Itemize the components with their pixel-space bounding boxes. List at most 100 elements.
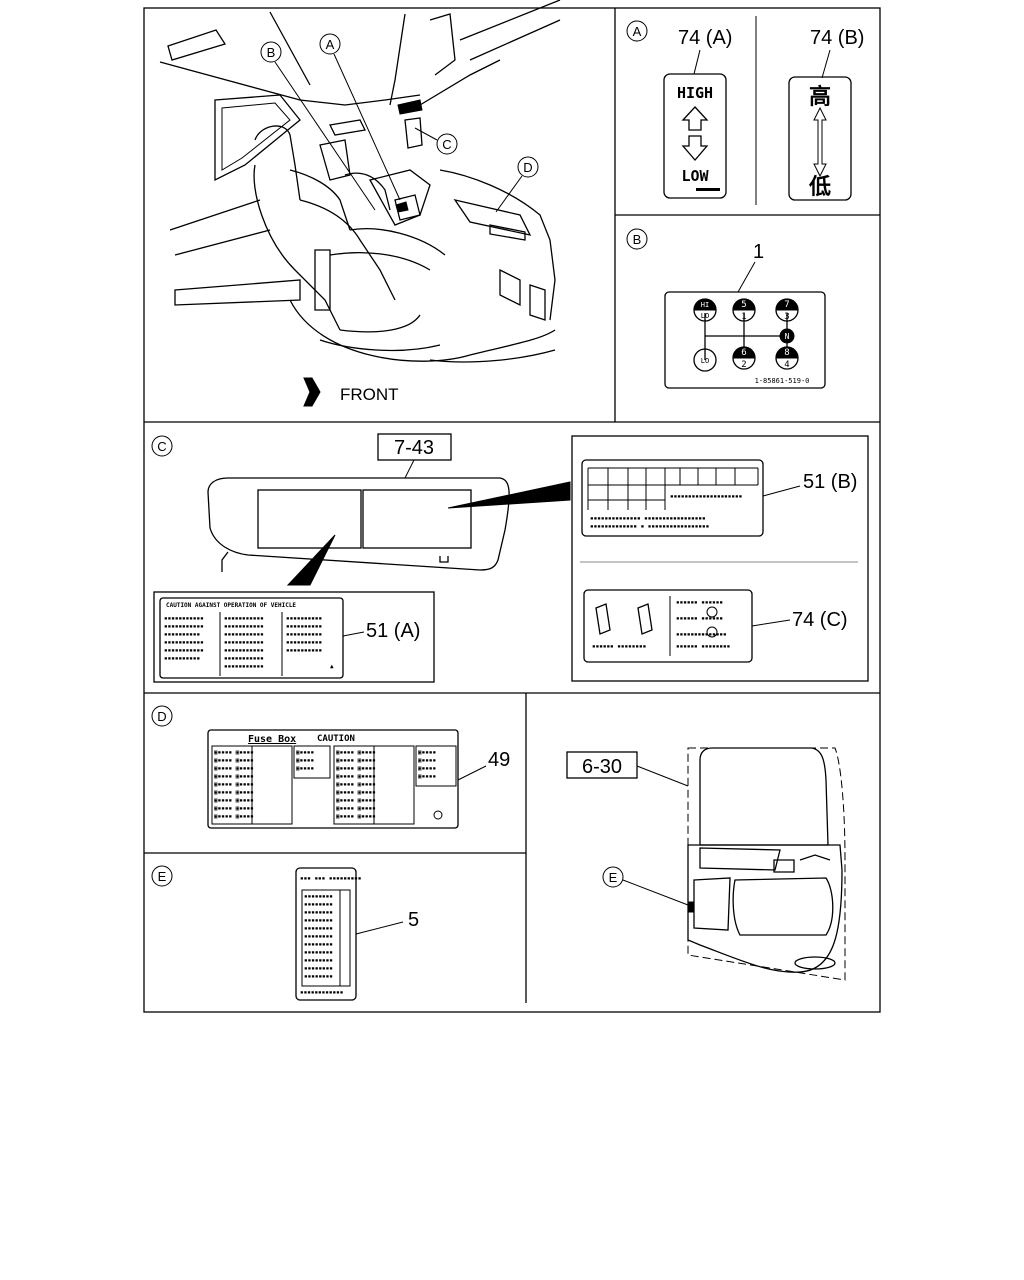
panel-e-id: E: [158, 869, 167, 884]
svg-text:▣▪▪▪▪ ▣▪▪▪▪: ▣▪▪▪▪ ▣▪▪▪▪: [336, 749, 376, 756]
double-arrow-icon: [813, 106, 827, 178]
svg-text:8: 8: [784, 348, 789, 358]
outer-frame: [143, 7, 881, 1013]
svg-text:▪▪▪▪▪▪▪▪▪▪: ▪▪▪▪▪▪▪▪▪▪: [164, 655, 200, 662]
svg-text:3: 3: [784, 312, 789, 322]
svg-text:▣▪▪▪▪ ▣▪▪▪▪: ▣▪▪▪▪ ▣▪▪▪▪: [336, 765, 376, 772]
svg-text:▪▪▪▪▪▪▪▪▪▪▪: ▪▪▪▪▪▪▪▪▪▪▪: [224, 631, 264, 638]
svg-text:▪▪▪▪▪▪▪▪▪▪▪▪▪ ▪ ▪▪▪▪▪▪▪▪▪▪▪▪▪▪: ▪▪▪▪▪▪▪▪▪▪▪▪▪ ▪ ▪▪▪▪▪▪▪▪▪▪▪▪▪▪▪▪▪: [590, 523, 709, 530]
svg-text:2: 2: [741, 360, 746, 370]
svg-text:▪▪▪▪▪▪▪▪: ▪▪▪▪▪▪▪▪: [304, 933, 333, 940]
fuse-box-caution: CAUTION: [317, 734, 355, 744]
panel-b-id: B: [633, 232, 642, 247]
svg-text:▪▪▪▪▪▪▪▪▪▪▪: ▪▪▪▪▪▪▪▪▪▪▪: [224, 663, 264, 670]
svg-text:▣▪▪▪▪: ▣▪▪▪▪: [296, 765, 314, 772]
svg-text:▪▪▪▪▪▪▪▪▪▪▪: ▪▪▪▪▪▪▪▪▪▪▪: [164, 623, 204, 630]
svg-text:▣▪▪▪▪ ▣▪▪▪▪: ▣▪▪▪▪ ▣▪▪▪▪: [336, 781, 376, 788]
svg-text:▲: ▲: [330, 663, 334, 670]
panel-b: B 1 HI LO 5 1 7 3 N LO 6 2 8 4 1-85861-5…: [626, 228, 826, 389]
label-51a: 51 (A): [366, 620, 420, 642]
svg-text:▪▪▪▪▪▪▪▪▪▪: ▪▪▪▪▪▪▪▪▪▪: [286, 647, 322, 654]
svg-text:4: 4: [784, 360, 789, 370]
svg-text:▣▪▪▪▪: ▣▪▪▪▪: [418, 749, 436, 756]
svg-text:▪▪▪▪▪▪▪▪▪▪▪: ▪▪▪▪▪▪▪▪▪▪▪: [224, 615, 264, 622]
svg-text:▣▪▪▪▪ ▣▪▪▪▪: ▣▪▪▪▪ ▣▪▪▪▪: [336, 805, 376, 812]
panel-frames: [143, 7, 881, 1013]
svg-text:5: 5: [741, 300, 746, 310]
svg-text:▪▪▪▪▪▪▪▪: ▪▪▪▪▪▪▪▪: [304, 949, 333, 956]
stickers-51b-74c-frame: [571, 435, 869, 682]
fuse-box-label: [207, 729, 459, 829]
svg-text:▪▪▪▪▪▪▪▪▪▪▪▪▪▪: ▪▪▪▪▪▪▪▪▪▪▪▪▪▪: [676, 631, 727, 638]
label-part-49: 49: [488, 749, 510, 771]
sticker-51b: [581, 459, 764, 537]
gear-lo: [693, 348, 717, 372]
svg-text:▣▪▪▪▪ ▣▪▪▪▪: ▣▪▪▪▪ ▣▪▪▪▪: [214, 813, 254, 820]
svg-text:▪▪▪▪▪▪▪▪▪▪▪: ▪▪▪▪▪▪▪▪▪▪▪: [164, 639, 204, 646]
svg-text:▣▪▪▪▪ ▣▪▪▪▪: ▣▪▪▪▪ ▣▪▪▪▪: [336, 789, 376, 796]
svg-text:▣▪▪▪▪ ▣▪▪▪▪: ▣▪▪▪▪ ▣▪▪▪▪: [336, 757, 376, 764]
svg-text:▪▪▪▪▪▪▪▪▪▪▪: ▪▪▪▪▪▪▪▪▪▪▪: [164, 615, 204, 622]
label-74a: 74 (A): [678, 27, 732, 49]
svg-text:LO: LO: [701, 312, 709, 320]
svg-text:▣▪▪▪▪ ▣▪▪▪▪: ▣▪▪▪▪ ▣▪▪▪▪: [336, 773, 376, 780]
cab-interior-illustration: [159, 0, 561, 363]
svg-text:▪▪▪▪▪▪▪▪: ▪▪▪▪▪▪▪▪: [304, 957, 333, 964]
svg-text:▪▪▪▪▪▪▪▪▪▪▪: ▪▪▪▪▪▪▪▪▪▪▪: [224, 623, 264, 630]
svg-text:▣▪▪▪▪: ▣▪▪▪▪: [418, 773, 436, 780]
panel-d: D Fuse Box CAUTION ▣▪▪▪▪ ▣▪▪▪▪▣▪▪▪▪ ▣▪▪▪…: [151, 705, 510, 829]
sticker-74b: [788, 76, 852, 201]
sticker-74a: [663, 73, 727, 199]
svg-text:▪▪▪▪▪▪▪▪: ▪▪▪▪▪▪▪▪: [304, 901, 333, 908]
svg-text:▣▪▪▪▪ ▣▪▪▪▪: ▣▪▪▪▪ ▣▪▪▪▪: [214, 805, 254, 812]
svg-text:▣▪▪▪▪ ▣▪▪▪▪: ▣▪▪▪▪ ▣▪▪▪▪: [214, 757, 254, 764]
ref-6-30: 6-30: [582, 756, 622, 778]
svg-text:▪▪▪▪▪▪▪▪▪▪▪: ▪▪▪▪▪▪▪▪▪▪▪: [224, 655, 264, 662]
svg-text:6: 6: [741, 348, 746, 358]
svg-text:▣▪▪▪▪: ▣▪▪▪▪: [296, 749, 314, 756]
svg-text:▪▪▪▪▪▪ ▪▪▪▪▪▪: ▪▪▪▪▪▪ ▪▪▪▪▪▪: [676, 599, 723, 606]
front-label: FRONT: [340, 385, 399, 404]
svg-text:▣▪▪▪▪ ▣▪▪▪▪: ▣▪▪▪▪ ▣▪▪▪▪: [214, 781, 254, 788]
svg-text:▣▪▪▪▪ ▣▪▪▪▪: ▣▪▪▪▪ ▣▪▪▪▪: [214, 789, 254, 796]
svg-text:▪▪▪▪▪▪▪▪: ▪▪▪▪▪▪▪▪: [304, 909, 333, 916]
sticker-51a: [159, 597, 344, 679]
svg-text:1: 1: [741, 312, 746, 322]
svg-text:▪▪▪▪▪▪▪▪▪▪: ▪▪▪▪▪▪▪▪▪▪: [286, 639, 322, 646]
svg-text:▪▪▪ ▪▪▪ ▪▪▪▪▪▪▪▪▪: ▪▪▪ ▪▪▪ ▪▪▪▪▪▪▪▪▪: [300, 875, 361, 882]
shift-plate-code: 1-85861-519-0: [755, 377, 810, 385]
sun-visor: [207, 477, 510, 571]
front-arrow-icon: [303, 377, 321, 407]
svg-text:▣▪▪▪▪ ▣▪▪▪▪: ▣▪▪▪▪ ▣▪▪▪▪: [336, 797, 376, 804]
svg-text:▪▪▪▪▪▪▪▪▪▪▪▪▪▪▪▪▪▪▪▪: ▪▪▪▪▪▪▪▪▪▪▪▪▪▪▪▪▪▪▪▪: [670, 493, 742, 500]
label-51b: 51 (B): [803, 471, 857, 493]
arrow-up-icon: [681, 106, 709, 131]
svg-text:7: 7: [784, 300, 789, 310]
front-indicator: FRONT: [303, 377, 399, 407]
sticker-74a-high: HIGH: [677, 84, 713, 102]
svg-text:▪▪▪▪▪▪▪▪▪▪▪: ▪▪▪▪▪▪▪▪▪▪▪: [224, 639, 264, 646]
svg-text:▪▪▪▪▪▪ ▪▪▪▪▪▪▪▪: ▪▪▪▪▪▪ ▪▪▪▪▪▪▪▪: [676, 643, 730, 650]
label-part-5: 5: [408, 909, 419, 931]
svg-text:▪▪▪▪▪▪▪▪▪▪: ▪▪▪▪▪▪▪▪▪▪: [286, 615, 322, 622]
callout-c-label: C: [442, 137, 451, 152]
callout-a-label: A: [326, 37, 335, 52]
svg-text:▪▪▪▪▪▪▪▪▪▪: ▪▪▪▪▪▪▪▪▪▪: [286, 623, 322, 630]
svg-text:▪▪▪▪▪▪▪▪▪▪▪: ▪▪▪▪▪▪▪▪▪▪▪: [164, 647, 204, 654]
callout-d-label: D: [523, 160, 532, 175]
svg-text:▪▪▪▪▪▪▪▪▪▪▪▪▪▪ ▪▪▪▪▪▪▪▪▪▪▪▪▪▪▪: ▪▪▪▪▪▪▪▪▪▪▪▪▪▪ ▪▪▪▪▪▪▪▪▪▪▪▪▪▪▪▪▪: [590, 515, 706, 522]
panel-c: C 7-43 CAUTION AGAINST OPERATION OF VEHI…: [151, 433, 869, 683]
sticker-74b-high: 高: [809, 84, 831, 110]
svg-text:▪▪▪▪▪▪▪▪: ▪▪▪▪▪▪▪▪: [304, 941, 333, 948]
svg-text:▣▪▪▪▪ ▣▪▪▪▪: ▣▪▪▪▪ ▣▪▪▪▪: [214, 797, 254, 804]
ref-box-7-43: [377, 433, 452, 461]
svg-text:▣▪▪▪▪ ▣▪▪▪▪: ▣▪▪▪▪ ▣▪▪▪▪: [214, 749, 254, 756]
svg-text:▪▪▪▪▪▪ ▪▪▪▪▪▪▪▪: ▪▪▪▪▪▪ ▪▪▪▪▪▪▪▪: [592, 643, 646, 650]
ref-7-43: 7-43: [394, 437, 434, 459]
callout-b-label: B: [267, 45, 276, 60]
svg-text:▣▪▪▪▪: ▣▪▪▪▪: [418, 757, 436, 764]
label-74b: 74 (B): [810, 27, 864, 49]
ref-box-6-30: [566, 751, 638, 779]
svg-text:▣▪▪▪▪: ▣▪▪▪▪: [418, 765, 436, 772]
fuse-box-title: Fuse Box: [248, 734, 296, 745]
